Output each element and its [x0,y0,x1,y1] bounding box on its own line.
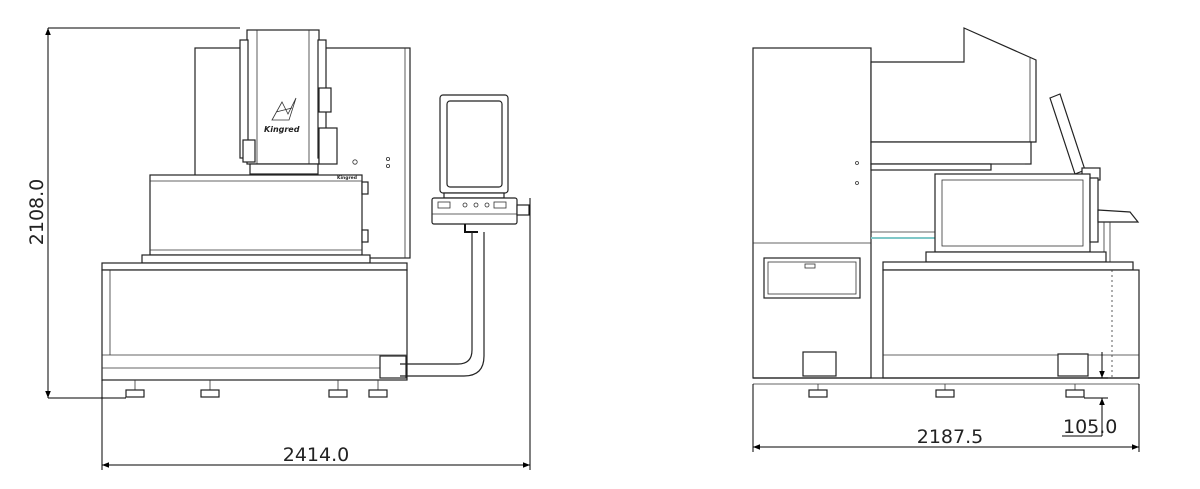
head-logo-text: Kingred [264,125,300,134]
z-axis-head: Kingred [239,29,338,175]
column-lower-box [802,351,837,377]
front-width-label: 2414.0 [283,444,349,466]
side-monitor [1049,93,1101,181]
indicator-light [385,156,390,161]
control-pendant [400,94,530,377]
work-tank: Kingred [149,174,369,256]
side-leveling-feet [808,384,1085,398]
side-base-cabinet [882,269,1140,379]
side-width-label: 2187.5 [917,426,983,448]
upper-arm [870,27,1037,171]
monitor-screen [446,100,503,188]
clearance-dimension: 105.0 [1062,352,1117,438]
indicator-light [385,163,390,168]
clearance-label: 105.0 [1063,416,1117,438]
side-work-tank [934,173,1140,262]
front-height-dimension: 2108.0 [26,27,240,399]
base-cabinet [101,269,408,381]
work-table [141,254,371,264]
kingred-logo-icon [271,97,297,121]
drawer [763,257,861,299]
side-view: 105.0 2187.5 [752,27,1140,452]
front-view: Kingred Kingred [26,27,531,470]
indicator-light [352,159,358,165]
front-height-label: 2108.0 [26,179,48,245]
tank-plate-text: Kingred [337,175,357,181]
side-width-dimension: 2187.5 [752,384,1140,452]
leveling-feet [125,380,388,398]
front-width-dimension: 2414.0 [101,198,531,470]
side-column [752,47,872,379]
